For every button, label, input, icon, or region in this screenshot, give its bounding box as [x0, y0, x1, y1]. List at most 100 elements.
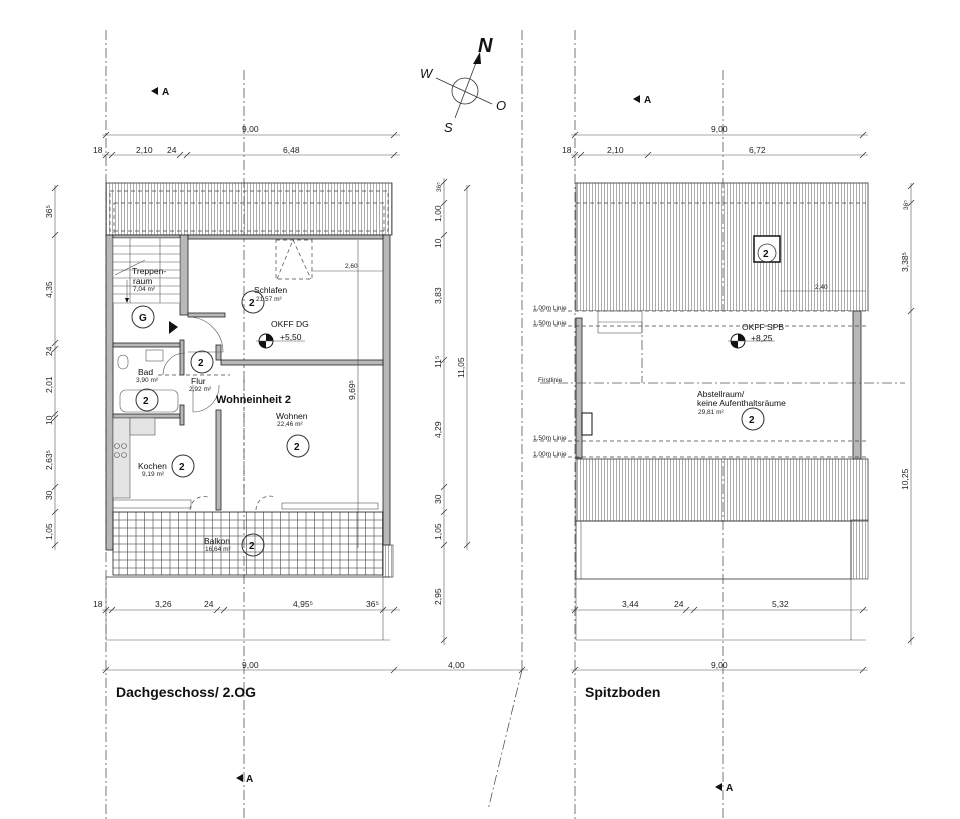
svg-text:3,44: 3,44: [622, 599, 639, 609]
svg-text:9,00: 9,00: [242, 124, 259, 134]
line-label-first: Firstlinie: [538, 377, 563, 384]
svg-text:10: 10: [44, 415, 54, 425]
svg-text:Kochen: Kochen: [138, 461, 167, 471]
section-marker-bottom-right: A: [715, 783, 733, 794]
svg-text:4,95⁵: 4,95⁵: [293, 599, 313, 609]
svg-text:10: 10: [433, 238, 443, 248]
svg-text:6,48: 6,48: [283, 145, 300, 155]
svg-text:Abstellraum/: Abstellraum/: [697, 389, 745, 399]
svg-text:7,04 m²: 7,04 m²: [133, 286, 156, 293]
svg-text:24: 24: [204, 599, 214, 609]
svg-text:2,01: 2,01: [44, 376, 54, 393]
svg-text:36⁵: 36⁵: [903, 200, 910, 210]
compass-o: O: [496, 98, 506, 113]
svg-text:2: 2: [294, 442, 300, 453]
svg-text:2,10: 2,10: [607, 145, 624, 155]
svg-text:9,00: 9,00: [242, 660, 259, 670]
svg-text:6,72: 6,72: [749, 145, 766, 155]
svg-text:2,10: 2,10: [136, 145, 153, 155]
unit-label: Wohneinheit 2: [216, 394, 291, 406]
svg-text:A: A: [246, 774, 253, 785]
svg-text:2: 2: [198, 358, 204, 369]
svg-text:24: 24: [674, 599, 684, 609]
plan-title-spitzboden: Spitzboden: [585, 684, 660, 700]
svg-text:3,83: 3,83: [433, 287, 443, 304]
line-label-100-bottom: 1,00m Linie: [533, 451, 567, 458]
svg-text:2: 2: [179, 462, 185, 473]
plan-spitzboden: 9,00 18 2,10 6,72 2 2,40 1,00m L: [533, 124, 915, 700]
svg-text:Bad: Bad: [138, 367, 153, 377]
line-label-150-bottom: 1,50m Linie: [533, 435, 567, 442]
svg-text:Schlafen: Schlafen: [254, 285, 287, 295]
svg-text:18: 18: [93, 145, 103, 155]
line-label-150-top: 1,50m Linie: [533, 320, 567, 327]
svg-text:3,26: 3,26: [155, 599, 172, 609]
svg-text:22,46 m²: 22,46 m²: [277, 421, 303, 428]
svg-text:2,95: 2,95: [433, 588, 443, 605]
svg-text:Flur: Flur: [191, 376, 206, 386]
svg-text:36⁵: 36⁵: [436, 182, 443, 192]
svg-text:2,63⁵: 2,63⁵: [44, 450, 54, 470]
svg-text:11,05: 11,05: [456, 357, 466, 378]
staircase: [112, 237, 181, 304]
svg-text:2: 2: [763, 249, 769, 260]
svg-text:2: 2: [249, 541, 255, 552]
compass-north-arrow: N W O S: [420, 35, 506, 135]
svg-text:9,00: 9,00: [711, 124, 728, 134]
svg-text:24: 24: [44, 346, 54, 356]
svg-text:2,60: 2,60: [345, 263, 358, 270]
svg-text:9,19 m²: 9,19 m²: [142, 471, 165, 478]
line-label-100-top: 1,00m Linie: [533, 305, 567, 312]
svg-text:1,00: 1,00: [433, 205, 443, 222]
svg-text:+5,50: +5,50: [280, 332, 302, 342]
svg-text:raum: raum: [133, 276, 152, 286]
svg-text:4,29: 4,29: [433, 421, 443, 438]
svg-text:18: 18: [93, 599, 103, 609]
plan-dachgeschoss: 9,00 18 2,10 24 6,48 Treppen- raum: [44, 124, 528, 700]
svg-text:9,00: 9,00: [711, 660, 728, 670]
svg-text:36⁵: 36⁵: [44, 205, 54, 218]
svg-text:4,00: 4,00: [448, 660, 465, 670]
svg-text:18: 18: [562, 145, 572, 155]
level-marker-icon: [256, 333, 305, 349]
svg-text:9,69⁵: 9,69⁵: [347, 380, 357, 400]
svg-text:29,81 m²: 29,81 m²: [698, 409, 724, 416]
svg-text:OKFF SPB: OKFF SPB: [742, 322, 784, 332]
svg-text:OKFF DG: OKFF DG: [271, 319, 309, 329]
svg-text:10,25: 10,25: [900, 468, 910, 490]
svg-text:24: 24: [167, 145, 177, 155]
svg-text:2: 2: [249, 298, 255, 309]
svg-text:3,38⁵: 3,38⁵: [900, 252, 910, 272]
svg-text:keine Aufenthaltsräume: keine Aufenthaltsräume: [697, 398, 786, 408]
svg-text:Balkon: Balkon: [204, 536, 230, 546]
svg-text:A: A: [726, 783, 733, 794]
svg-text:16,64 m²: 16,64 m²: [205, 546, 231, 553]
svg-text:A: A: [644, 95, 651, 106]
svg-text:A: A: [162, 87, 169, 98]
svg-text:2: 2: [749, 415, 755, 426]
svg-text:2,92 m²: 2,92 m²: [189, 386, 212, 393]
svg-text:2: 2: [143, 396, 149, 407]
svg-text:+8,25: +8,25: [751, 333, 773, 343]
svg-text:Wohnen: Wohnen: [276, 411, 308, 421]
svg-text:2,40: 2,40: [815, 284, 828, 291]
svg-text:G: G: [139, 313, 147, 324]
svg-text:36⁵: 36⁵: [366, 599, 379, 609]
svg-text:1,05: 1,05: [433, 523, 443, 540]
section-marker-top-left: A: [151, 87, 169, 98]
plan-title-dachgeschoss: Dachgeschoss/ 2.OG: [116, 684, 256, 700]
entrance-arrow-icon: [169, 321, 178, 334]
svg-text:3,90 m²: 3,90 m²: [136, 377, 159, 384]
section-marker-bottom-left: A: [236, 774, 253, 785]
section-marker-top-right: A: [633, 95, 651, 106]
compass-s: S: [444, 120, 453, 135]
svg-text:4,35: 4,35: [44, 281, 54, 298]
svg-text:30: 30: [433, 494, 443, 504]
svg-text:11⁵: 11⁵: [433, 356, 443, 368]
svg-text:5,32: 5,32: [772, 599, 789, 609]
svg-text:Treppen-: Treppen-: [132, 266, 166, 276]
svg-text:30: 30: [44, 490, 54, 500]
svg-text:1,05: 1,05: [44, 523, 54, 540]
compass-w: W: [420, 66, 434, 81]
